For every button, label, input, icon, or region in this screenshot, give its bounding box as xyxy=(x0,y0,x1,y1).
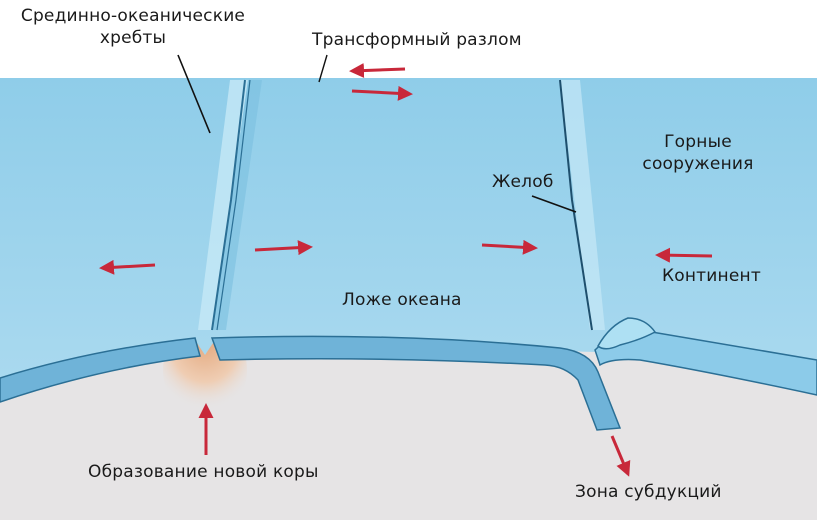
ridge-crest xyxy=(211,79,246,331)
ridge-shoulder-left xyxy=(198,80,248,330)
label-mountains: Горные сооружения xyxy=(628,132,768,174)
arrow-transform-bottom xyxy=(351,85,413,101)
crust-left-plate xyxy=(0,337,201,403)
label-ridges: Срединно-океанические хребты xyxy=(2,6,264,48)
ridge-shoulder-right xyxy=(212,80,262,330)
label-ocean-floor: Ложе океана xyxy=(342,290,462,310)
label-transform-fault: Трансформный разлом xyxy=(312,30,522,50)
label-ridges-line2: хребты xyxy=(99,28,167,48)
label-continent: Континент xyxy=(662,266,761,286)
arrow-right-plate-1 xyxy=(254,240,313,256)
label-mountains-line1: Горные xyxy=(664,132,732,152)
label-new-crust: Образование новой коры xyxy=(88,462,319,482)
mountain-range xyxy=(597,317,657,350)
ridge-crest-2 xyxy=(216,79,251,331)
label-mountains-line2: сооружения xyxy=(642,154,754,174)
arrow-right-plate-2 xyxy=(481,239,538,255)
arrow-subduction xyxy=(610,435,631,477)
leader-ridges xyxy=(177,54,211,134)
label-ridges-line1: Срединно-океанические xyxy=(20,6,246,26)
trench-slope xyxy=(560,80,605,330)
arrow-left-plate xyxy=(99,259,156,275)
leader-trench xyxy=(531,195,577,213)
arrow-continent xyxy=(655,247,713,263)
label-subduction-zone: Зона субдукций xyxy=(575,482,722,502)
leader-transform-fault xyxy=(318,54,328,83)
ocean-surface xyxy=(0,78,817,378)
trench-line xyxy=(559,79,593,331)
crust-right-plate xyxy=(210,335,622,431)
arrow-transform-top xyxy=(349,63,406,79)
label-trench: Желоб xyxy=(492,172,554,192)
